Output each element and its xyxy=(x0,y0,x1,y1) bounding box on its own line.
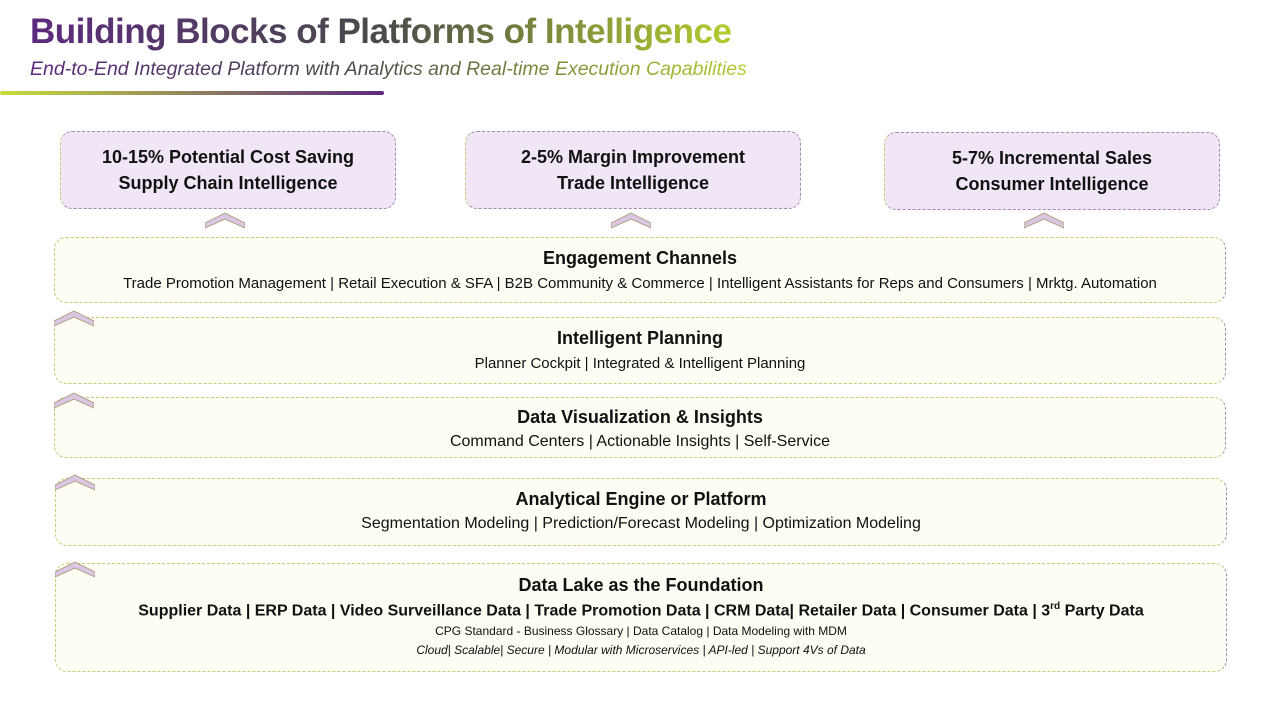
title-underline xyxy=(0,91,384,95)
platform-qualities: Cloud| Scalable| Secure | Modular with M… xyxy=(416,643,866,658)
outcome-supply-chain: 10-15% Potential Cost Saving Supply Chai… xyxy=(60,131,396,209)
outcome-label: Supply Chain Intelligence xyxy=(118,173,338,193)
governance-items: CPG Standard - Business Glossary | Data … xyxy=(435,624,847,639)
data-sources-text: Supplier Data | ERP Data | Video Surveil… xyxy=(138,602,1051,620)
outcome-label: Consumer Intelligence xyxy=(955,174,1149,194)
chevron-up-icon xyxy=(611,212,651,229)
layer-analytical-engine: Analytical Engine or Platform Segmentati… xyxy=(55,478,1227,546)
layer-title: Data Visualization & Insights xyxy=(517,407,763,427)
layer-title: Engagement Channels xyxy=(542,248,738,268)
outcome-label: Trade Intelligence xyxy=(556,173,710,193)
page-title: Building Blocks of Platforms of Intellig… xyxy=(30,12,732,51)
page-subtitle: End-to-End Integrated Platform with Anal… xyxy=(30,58,747,80)
layer-engagement-channels: Engagement Channels Trade Promotion Mana… xyxy=(54,237,1226,303)
outcome-value: 10-15% Potential Cost Saving xyxy=(101,147,355,167)
outcome-value: 2-5% Margin Improvement xyxy=(520,147,746,167)
data-sources-end: Party Data xyxy=(1060,602,1144,620)
outcome-trade: 2-5% Margin Improvement Trade Intelligen… xyxy=(465,131,801,209)
layer-data-visualization: Data Visualization & Insights Command Ce… xyxy=(54,397,1226,458)
chevron-up-icon xyxy=(1024,212,1064,229)
chevron-up-icon xyxy=(205,212,245,229)
superscript: rd xyxy=(1050,601,1061,612)
layer-items: Planner Cockpit | Integrated & Intellige… xyxy=(474,355,806,372)
chevron-up-icon xyxy=(54,310,94,327)
layer-title: Data Lake as the Foundation xyxy=(518,575,764,595)
layer-items: Command Centers | Actionable Insights | … xyxy=(449,433,831,450)
chevron-up-icon xyxy=(55,474,95,491)
layer-data-lake: Data Lake as the Foundation Supplier Dat… xyxy=(55,563,1227,672)
layer-items: Trade Promotion Management | Retail Exec… xyxy=(123,275,1157,292)
layer-intelligent-planning: Intelligent Planning Planner Cockpit | I… xyxy=(54,317,1226,384)
layer-title: Intelligent Planning xyxy=(557,328,723,348)
chevron-up-icon xyxy=(55,561,95,578)
chevron-up-icon xyxy=(54,392,94,409)
data-sources: Supplier Data | ERP Data | Video Surveil… xyxy=(138,601,1143,620)
outcome-consumer: 5-7% Incremental Sales Consumer Intellig… xyxy=(884,132,1220,210)
outcome-value: 5-7% Incremental Sales xyxy=(951,148,1153,168)
layer-title: Analytical Engine or Platform xyxy=(515,489,767,509)
layer-items: Segmentation Modeling | Prediction/Forec… xyxy=(361,515,921,532)
